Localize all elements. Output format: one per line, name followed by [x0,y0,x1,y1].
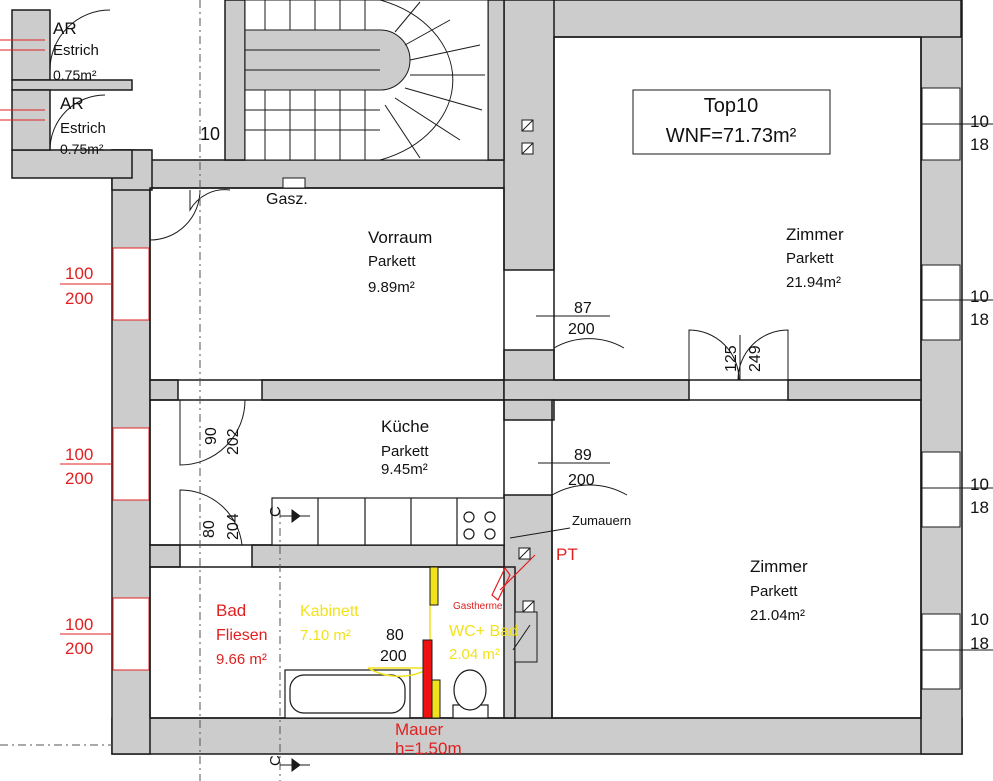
kabinett-area: 7.10 m² [300,627,351,644]
door-swings [49,9,993,651]
ar2-name: AR [60,94,84,113]
door6-h: 200 [380,648,407,665]
kueche-area: 9.45m² [381,461,428,478]
shaft-squares [518,119,535,613]
ar-windows [0,39,45,121]
win-left-1-w: 100 [65,264,93,283]
win-right-4-h: 18 [970,634,989,653]
door3-w: 90 [203,427,220,445]
door3-h: 202 [225,428,242,455]
door5-w: 80 [201,520,218,538]
wc-area: 2.04 m² [449,646,500,663]
section-markers [280,509,310,772]
section-mark-c1: C [267,506,284,517]
right-window-dims: 10 18 10 18 10 18 10 18 [970,112,989,653]
zimmer-top-floor: Parkett [786,250,834,267]
dash-lines [0,0,281,781]
vorraum-floor: Parkett [368,253,416,270]
win-left-3-h: 200 [65,639,93,658]
title-line2: WNF=71.73m² [666,125,797,147]
vorraum-area: 9.89m² [368,279,415,296]
kueche-floor: Parkett [381,443,429,460]
door1-h: 200 [568,321,595,338]
zumauern-label: Zumauern [572,513,631,528]
stair-number: 10 [200,124,220,144]
zimmer-bottom-name: Zimmer [750,557,808,576]
pt-label: PT [556,545,578,564]
toilet [452,669,489,719]
kueche-name: Küche [381,417,429,436]
win-left-3-w: 100 [65,615,93,634]
win-right-2-h: 18 [970,310,989,329]
bad-name: Bad [216,601,246,620]
zimmer-bottom-area: 21.04m² [750,607,805,624]
win-right-1-w: 10 [970,112,989,131]
ar1-area: 0.75m² [53,67,97,83]
zumauern-leader [509,527,571,539]
vorraum-name: Vorraum [368,228,432,247]
red-mauer [422,639,433,719]
door6-w: 80 [386,627,404,644]
ar1-type: Estrich [53,42,99,59]
bad-area: 9.66 m² [216,651,267,668]
wc-leader [512,624,531,651]
yellow-wall-bottom [431,679,441,719]
bad-floor: Fliesen [216,627,268,644]
mauer-label: Mauer [395,720,444,739]
zimmer-top-name: Zimmer [786,225,844,244]
section-mark-c2: C [267,755,284,766]
door5-h: 204 [225,513,242,540]
left-window-dims: 100 200 100 200 100 200 [60,264,112,658]
shaft [514,611,538,663]
win-left-2-h: 200 [65,469,93,488]
door1-w: 87 [574,300,592,317]
gastherme-label: Gastherme [453,601,503,612]
wc-name: WC+ Bad [449,623,518,640]
door2-w: 125 [723,345,740,372]
win-left-2-w: 100 [65,445,93,464]
kabinett-name: Kabinett [300,603,359,620]
gas-meter [282,177,306,189]
kitchen-counter [271,497,505,546]
win-right-4-w: 10 [970,610,989,629]
door4-w: 89 [574,447,592,464]
staircase [244,0,489,161]
ar2-area: 0.75m² [60,141,104,157]
ar2-type: Estrich [60,120,106,137]
ar1-name: AR [53,19,77,38]
gas-label: Gasz. [266,191,308,208]
door4-h: 200 [568,472,595,489]
left-windows-openings [112,247,150,671]
zimmer-bottom-floor: Parkett [750,583,798,600]
win-right-2-w: 10 [970,287,989,306]
zimmer-top-area: 21.94m² [786,274,841,291]
right-windows-openings [921,87,961,690]
title-box [632,89,831,155]
title-line1: Top10 [704,95,759,117]
win-right-1-h: 18 [970,135,989,154]
mauer-height: h=1.50m [395,739,462,758]
win-right-3-h: 18 [970,498,989,517]
door2-h: 249 [747,345,764,372]
gastherme-box [491,554,536,601]
win-right-3-w: 10 [970,475,989,494]
win-left-1-h: 200 [65,289,93,308]
yellow-wall-top [429,566,439,606]
bathtub [284,669,411,719]
